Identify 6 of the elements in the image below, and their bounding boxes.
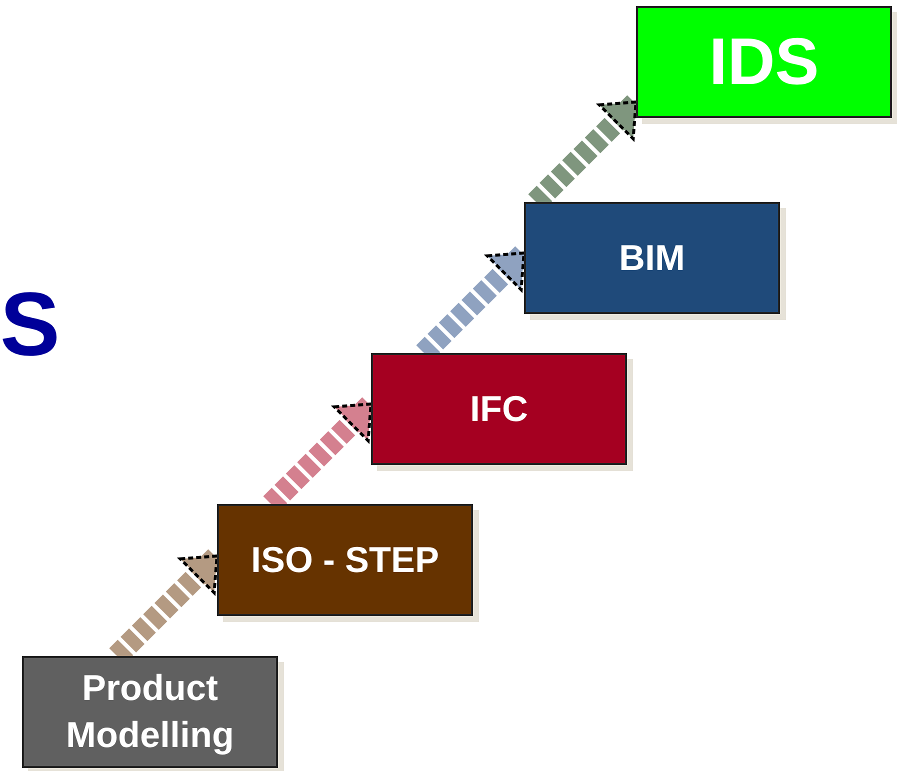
box-label: IDS <box>708 23 820 100</box>
box-label: Product Modelling <box>65 666 235 757</box>
heading-letter: S <box>0 280 60 370</box>
box-label: ISO - STEP <box>250 538 440 582</box>
box-label: BIM <box>619 236 685 280</box>
box-label: IFC <box>470 386 528 431</box>
